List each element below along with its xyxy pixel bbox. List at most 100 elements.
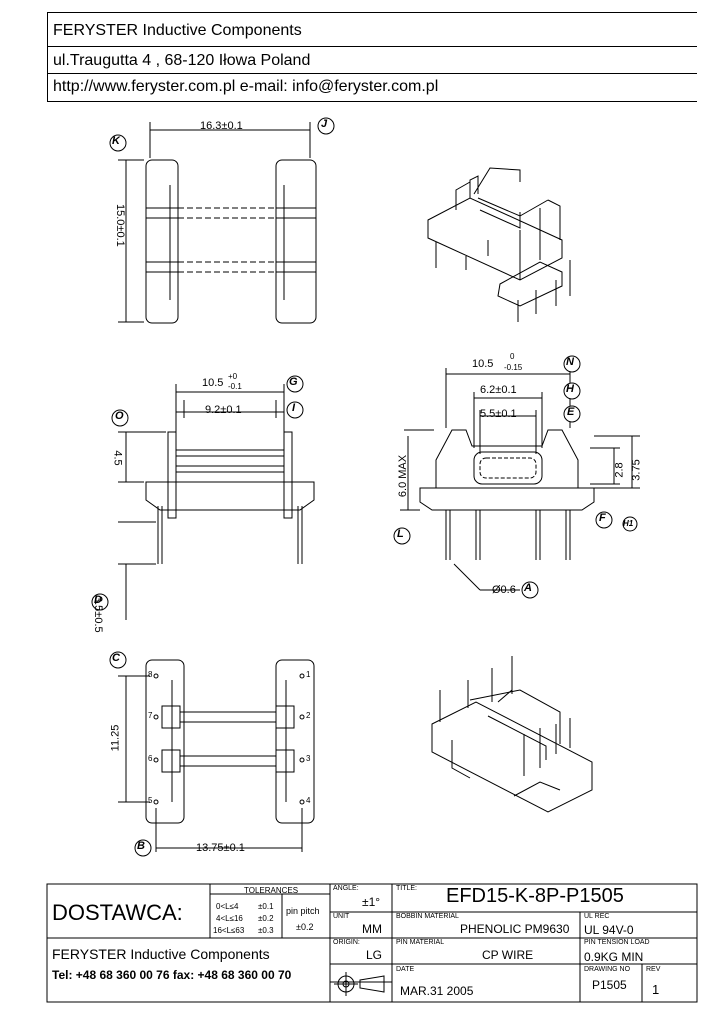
callout-b	[134, 839, 152, 857]
ul-rec-label: UL REC	[584, 913, 610, 920]
dim-3-75: 3.75	[630, 459, 643, 481]
date-value: MAR.31 2005	[400, 984, 474, 998]
dim-e: 5.5±0.1	[480, 408, 517, 420]
bobbin-material-value: PHENOLIC PM9630	[460, 922, 570, 936]
pin-label-3: 3	[306, 754, 311, 763]
pin-tension-value: 0.9KG MIN	[584, 950, 644, 964]
isometric-view-top	[427, 167, 571, 322]
pin-label-6: 6	[148, 754, 153, 763]
dim-g-tol-top: +0	[228, 372, 238, 381]
rev-value: 1	[652, 982, 660, 997]
rev-label: REV	[646, 966, 661, 973]
bobbin-material-label: BOBBIN MATERIAL	[396, 913, 459, 920]
title-label: TITLE:	[396, 885, 418, 892]
dim-bottom-width: 13.75±0.1	[196, 842, 245, 854]
company-web-email: http://www.feryster.com.pl e-mail: info@…	[53, 78, 439, 95]
pin-pitch-label: pin pitch	[286, 906, 320, 916]
callout-f	[595, 511, 613, 529]
pin-label-2: 2	[306, 711, 311, 720]
footer-tel-fax: Tel: +48 68 360 00 76 fax: +48 68 360 00…	[52, 968, 292, 982]
angle-label: ANGLE:	[333, 885, 359, 892]
callout-a	[521, 581, 539, 599]
dim-g-main: 10.5	[202, 377, 224, 389]
dim-h: 6.2±0.1	[480, 384, 517, 396]
callout-e-label: E	[567, 406, 575, 418]
callout-h1-label: H1	[623, 519, 634, 528]
drawing-no-label: DRAWING NO	[584, 966, 631, 973]
callout-i	[286, 401, 304, 419]
dostawca-label: DOSTAWCA:	[52, 900, 183, 925]
dim-height-left: 15.0±0.1	[114, 204, 126, 247]
callout-d	[91, 593, 109, 611]
side-view-top	[118, 122, 317, 324]
dim-i: 9.2±0.1	[205, 404, 242, 416]
callout-j	[317, 117, 335, 135]
origin-value: LG	[366, 948, 383, 962]
callout-n	[563, 355, 581, 373]
company-address: ul.Traugutta 4 , 68-120 Iłowa Poland	[53, 52, 311, 69]
header-rule-3	[47, 101, 697, 102]
dim-2-8: 2.8	[613, 462, 626, 478]
front-view-left	[118, 384, 315, 620]
pin-label-4: 4	[306, 796, 311, 805]
tol-value-2: ±0.2	[258, 914, 274, 923]
callout-n-label: N	[566, 356, 574, 368]
dim-d: 3.5±0.5	[92, 596, 104, 633]
callout-j-label: J	[321, 118, 328, 130]
callout-d-label: D	[94, 594, 102, 606]
pin-label-5: 5	[148, 796, 153, 805]
end-view-right	[400, 368, 640, 591]
pin-material-value: CP WIRE	[482, 948, 534, 962]
dim-width-top: 16.3±0.1	[200, 120, 243, 132]
callout-o	[111, 409, 129, 427]
unit-value: MM	[362, 922, 382, 936]
callout-g-label: G	[289, 376, 298, 388]
date-label: DATE	[396, 966, 415, 973]
dim-max: 6.0 MAX	[397, 454, 410, 498]
tolerances-title: TOLERANCES	[244, 886, 299, 895]
pin-label-8: 8	[148, 670, 153, 679]
ul-rec-value: UL 94V-0	[584, 923, 634, 937]
isometric-view-bottom	[431, 656, 593, 813]
dim-n-tol-top: 0	[510, 352, 515, 361]
callout-c-label: C	[112, 652, 120, 664]
company-name: FERYSTER Inductive Components	[53, 22, 302, 39]
header-rule-2	[47, 73, 697, 74]
dim-g-tol-bot: -0.1	[228, 382, 242, 391]
callout-a-label: A	[524, 582, 532, 594]
tol-range-1: 0<L≤4	[216, 902, 239, 911]
pin-tension-label: PIN TENSION LOAD	[584, 939, 650, 946]
projection-symbol	[334, 972, 385, 996]
callout-h-label: H	[566, 383, 574, 395]
callout-b-label: B	[137, 840, 145, 852]
callout-h1	[622, 516, 638, 532]
callout-f-label: F	[599, 512, 606, 524]
dim-pin-diameter: Ø0.6	[492, 584, 516, 596]
dim-n-main: 10.5	[472, 358, 494, 370]
callout-o-label: O	[115, 410, 124, 422]
callout-h	[563, 382, 581, 400]
unit-label: UNIT	[333, 913, 350, 920]
dim-n-tol-bot: -0.15	[504, 363, 523, 372]
angle-value: ±1°	[362, 895, 381, 909]
bottom-view-left	[118, 659, 315, 852]
callout-e	[563, 405, 581, 423]
title-value: EFD15-K-8P-P1505	[446, 885, 624, 907]
header-rule-1	[47, 46, 697, 47]
tol-value-1: ±0.1	[258, 902, 274, 911]
pin-label-1: 1	[306, 670, 311, 679]
tol-value-3: ±0.3	[258, 926, 274, 935]
callout-c	[109, 651, 127, 669]
callout-k	[109, 134, 127, 152]
header-left-rule	[47, 12, 48, 101]
header-top-rule	[47, 12, 697, 13]
pin-label-7: 7	[148, 711, 153, 720]
title-block-frame	[46, 883, 698, 1003]
tol-range-3: 16<L≤63	[213, 926, 245, 935]
callout-k-label: K	[112, 135, 120, 147]
dim-o: 4.5	[111, 450, 124, 466]
dim-pitch: 11.25	[109, 724, 122, 752]
callout-i-label: I	[292, 402, 296, 414]
pin-material-label: PIN MATERIAL	[396, 939, 445, 946]
